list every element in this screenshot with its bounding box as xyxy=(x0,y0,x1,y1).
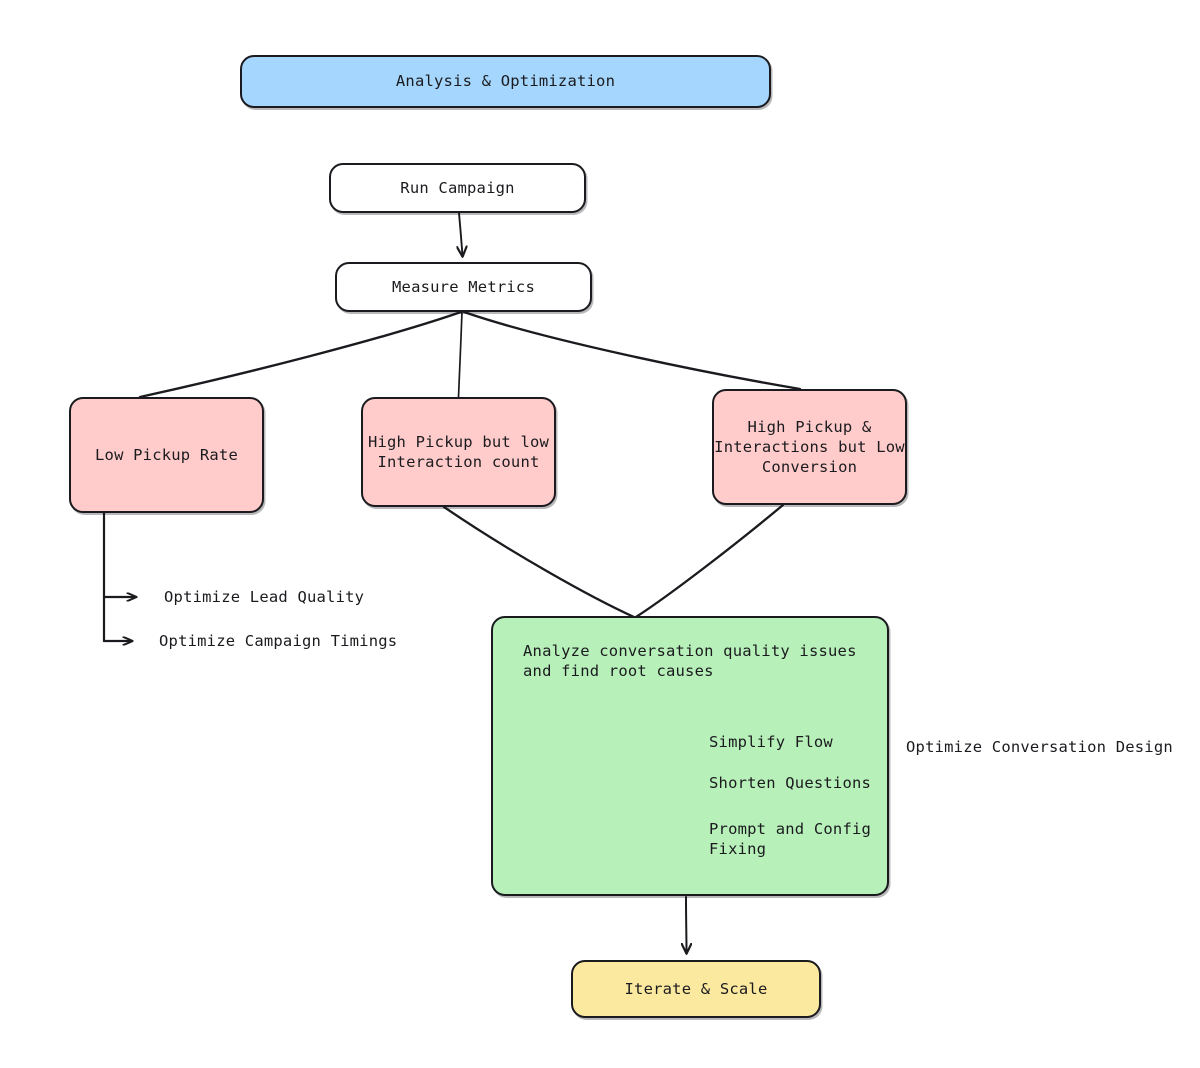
node-analyze-conversation-quality[interactable] xyxy=(491,616,889,896)
label-shorten-questions: Shorten Questions xyxy=(709,774,872,792)
node-run-campaign[interactable]: Run Campaign xyxy=(329,163,586,213)
edge-analyze-to-iterate-scale xyxy=(686,896,687,953)
edge-measure-to-high-pickup-low-interaction xyxy=(457,311,463,398)
edge-measure-to-low-pickup xyxy=(138,310,463,399)
edge-high-pickup-low-conversion-to-analyze xyxy=(634,503,785,619)
node-measure-metrics[interactable]: Measure Metrics xyxy=(335,262,592,312)
node-low-pickup-rate[interactable]: Low Pickup Rate xyxy=(69,397,264,513)
label-optimize-campaign-timings: Optimize Campaign Timings xyxy=(159,632,398,650)
node-high-pickup-low-conversion[interactable]: High Pickup & Interactions but Low Conve… xyxy=(712,389,907,505)
node-high-pickup-low-interaction[interactable]: High Pickup but low Interaction count xyxy=(361,397,556,507)
node-iterate-and-scale[interactable]: Iterate & Scale xyxy=(571,960,821,1018)
label-optimize-conversation-design: Optimize Conversation Design xyxy=(906,738,1173,756)
edge-high-pickup-low-interaction-to-analyze xyxy=(442,505,636,619)
label-simplify-flow: Simplify Flow xyxy=(709,733,833,751)
edge-run-campaign-to-measure-metrics xyxy=(459,212,463,256)
edge-measure-to-high-pickup-low-conversion xyxy=(462,310,802,391)
header-title-box: Analysis & Optimization xyxy=(240,55,771,108)
analyze-conversation-quality-heading: Analyze conversation quality issues and … xyxy=(523,642,857,680)
label-optimize-lead-quality: Optimize Lead Quality xyxy=(164,588,365,606)
label-prompt-and-config-fixing: Prompt and Config Fixing xyxy=(709,820,872,858)
